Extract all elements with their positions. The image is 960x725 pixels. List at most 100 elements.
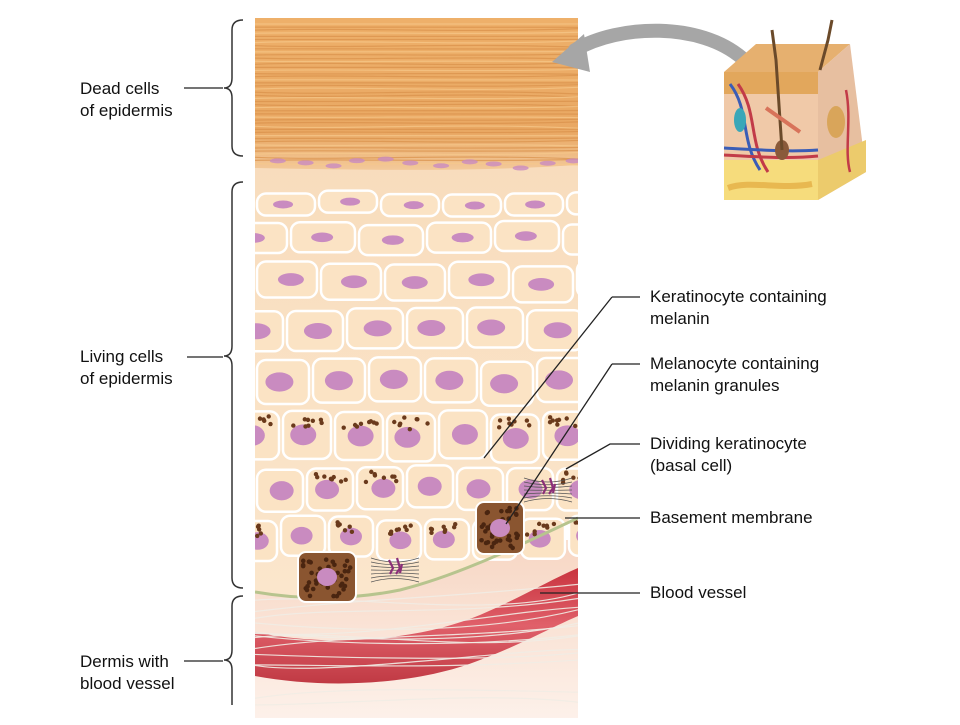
cell-nucleus xyxy=(243,323,271,339)
melanin-granule xyxy=(573,424,577,428)
label-blood-vessel: Blood vessel xyxy=(650,582,746,604)
melanin-granule xyxy=(507,417,511,421)
melanin-granule xyxy=(514,512,519,517)
cell-nucleus xyxy=(402,276,428,289)
melanin-granule xyxy=(346,569,351,574)
cell-nucleus xyxy=(304,323,332,339)
melanin-granule xyxy=(342,425,346,429)
melanocyte-nucleus xyxy=(317,568,337,586)
melanin-granule xyxy=(499,509,504,514)
melanin-granule xyxy=(340,581,345,586)
melanin-granule xyxy=(330,559,335,564)
melanin-granule xyxy=(548,420,552,424)
flattened-nucleus xyxy=(378,157,394,162)
keratinocyte-cell xyxy=(593,361,645,405)
cell-nucleus xyxy=(582,199,602,207)
label-basement-text: Basement membrane xyxy=(650,507,813,529)
label-dermis-line2: blood vessel xyxy=(80,673,175,695)
melanin-granule xyxy=(246,534,250,538)
melanin-granule xyxy=(306,418,310,422)
melanin-granule xyxy=(314,472,318,476)
dermis-bracket xyxy=(224,596,243,705)
melanin-granule xyxy=(388,532,392,536)
melanin-granule xyxy=(507,509,512,514)
cell-nucleus xyxy=(311,232,333,242)
melanin-granule xyxy=(452,525,456,529)
melanin-granule xyxy=(311,419,315,423)
dead-cell-fibre xyxy=(255,138,578,139)
melanin-granule xyxy=(373,473,377,477)
cell-nucleus xyxy=(452,233,474,243)
label-blood-vessel-text: Blood vessel xyxy=(650,582,746,604)
melanin-granule xyxy=(397,527,401,531)
melanin-granule xyxy=(555,422,559,426)
label-living-cells-line2: of epidermis xyxy=(80,368,173,390)
melanin-granule xyxy=(341,587,346,592)
label-dividing: Dividing keratinocyte (basal cell) xyxy=(650,433,807,477)
cell-nucleus xyxy=(598,324,626,340)
flattened-nucleus xyxy=(326,163,342,168)
melanin-granule xyxy=(588,519,592,523)
melanin-granule xyxy=(364,480,368,484)
melanin-granule xyxy=(301,559,306,564)
melanin-granule xyxy=(545,525,549,529)
melanin-granule xyxy=(425,421,429,425)
melanin-granule xyxy=(237,415,241,419)
melanin-granule xyxy=(268,422,272,426)
cell-nucleus xyxy=(315,480,339,499)
melanin-granule xyxy=(479,538,484,543)
cell-nucleus xyxy=(569,480,593,499)
melanin-granule xyxy=(305,588,310,593)
cell-nucleus xyxy=(435,371,463,390)
cell-nucleus xyxy=(348,426,374,447)
magnify-arrow xyxy=(575,31,742,58)
dead-cell-fibre xyxy=(255,117,578,118)
cell-nucleus xyxy=(325,371,353,390)
melanin-granule xyxy=(303,424,307,428)
flattened-nucleus xyxy=(402,160,418,165)
cell-nucleus xyxy=(239,425,265,446)
cell-nucleus xyxy=(554,425,580,446)
flattened-nucleus xyxy=(298,160,314,165)
melanin-granule xyxy=(355,424,359,428)
melanin-granule xyxy=(565,416,569,420)
melanin-granule xyxy=(409,523,413,527)
label-living-cells-line1: Living cells xyxy=(80,346,173,368)
melanin-granule xyxy=(620,426,624,430)
melanin-granule xyxy=(525,532,529,536)
dead-cells-bracket xyxy=(224,20,243,156)
melanin-granule xyxy=(486,540,491,545)
melanin-granule xyxy=(591,472,595,476)
melanin-granule xyxy=(429,531,433,535)
melanin-granule xyxy=(591,525,595,529)
melanin-granule xyxy=(374,421,378,425)
melanin-granule xyxy=(397,423,401,427)
melanin-granule xyxy=(507,534,512,539)
flattened-nucleus xyxy=(486,161,502,166)
cell-nucleus xyxy=(341,275,367,288)
label-dead-cells: Dead cells of epidermis xyxy=(80,78,173,122)
cell-nucleus xyxy=(544,322,572,338)
left-leader-lines xyxy=(184,88,223,661)
melanin-granule xyxy=(237,526,241,530)
melanin-granule xyxy=(490,545,495,550)
melanin-granule xyxy=(537,522,541,526)
melanin-granule xyxy=(498,418,502,422)
melanin-granule xyxy=(324,557,329,562)
melanin-granule xyxy=(510,546,515,551)
melanin-granule xyxy=(259,531,263,535)
melanin-granule xyxy=(552,522,556,526)
melanin-granule xyxy=(343,478,347,482)
label-living-cells: Living cells of epidermis xyxy=(80,346,173,390)
cell-nucleus xyxy=(273,200,293,208)
cell-nucleus xyxy=(371,479,395,498)
label-keratinocyte-line1: Keratinocyte containing xyxy=(650,286,827,308)
melanin-granule xyxy=(343,528,347,532)
melanin-granule xyxy=(548,415,552,419)
melanin-granule xyxy=(628,420,632,424)
layer-brackets xyxy=(224,20,243,705)
melanin-granule xyxy=(369,470,373,474)
flattened-nucleus xyxy=(462,159,478,164)
cell-nucleus xyxy=(525,200,545,208)
